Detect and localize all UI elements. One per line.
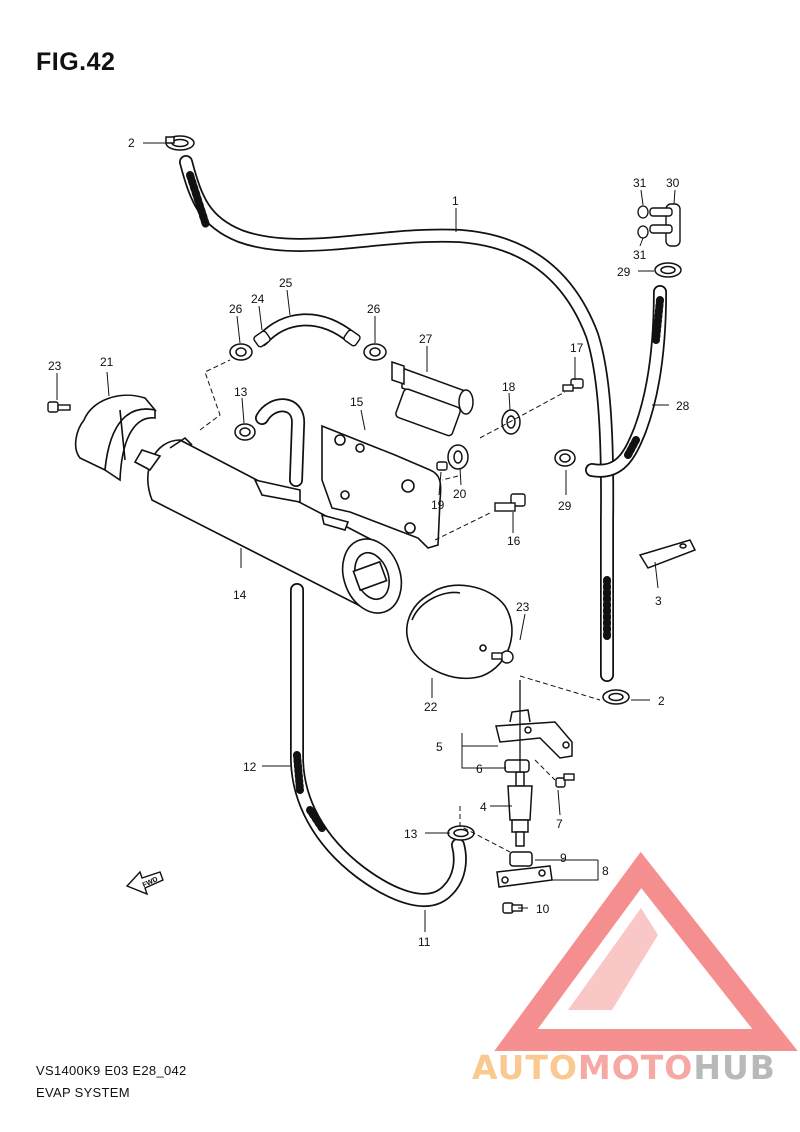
bracket-3 xyxy=(638,539,697,569)
callout-31-bottom: 31 xyxy=(633,248,647,262)
callout-7: 7 xyxy=(556,817,563,831)
callout-25: 25 xyxy=(279,276,293,290)
watermark-auto: AUTO xyxy=(472,1048,578,1087)
hose-13-upper xyxy=(255,398,305,487)
callout-14: 14 xyxy=(233,588,247,602)
callout-30: 30 xyxy=(666,176,680,190)
fitting-24 xyxy=(253,329,361,348)
bolt-23-right xyxy=(491,650,514,664)
hose-12 xyxy=(290,583,467,907)
bolt-16 xyxy=(494,493,526,512)
callout-26-right: 26 xyxy=(367,302,381,316)
callout-18: 18 xyxy=(502,380,516,394)
callout-8: 8 xyxy=(602,864,609,878)
callout-13-top: 13 xyxy=(234,385,248,399)
fuel-filter-4 xyxy=(507,771,533,847)
holder-8 xyxy=(496,865,553,888)
callout-23-right: 23 xyxy=(516,600,530,614)
cushion-6 xyxy=(504,759,530,773)
hose-1 xyxy=(179,155,615,682)
callout-23-left: 23 xyxy=(48,359,62,373)
figure-code: VS1400K9 E03 E28_042 xyxy=(36,1063,187,1078)
cover-21 xyxy=(74,394,158,482)
callout-11: 11 xyxy=(418,935,431,949)
cushion-9 xyxy=(509,851,533,867)
callout-2-top: 2 xyxy=(128,136,135,150)
callout-13-bottom: 13 xyxy=(404,827,418,841)
washer-18 xyxy=(501,409,521,435)
fitting-30 xyxy=(649,203,681,247)
bolt-23-left xyxy=(47,401,71,413)
screw-7 xyxy=(555,773,575,788)
caps-31 xyxy=(637,205,649,239)
fwd-arrow: FWD xyxy=(125,870,164,896)
callout-9: 9 xyxy=(560,851,567,865)
figure-name: EVAP SYSTEM xyxy=(36,1085,130,1100)
callout-19: 19 xyxy=(431,498,445,512)
callout-29-top: 29 xyxy=(617,265,631,279)
callout-6: 6 xyxy=(476,762,483,776)
callout-26-left: 26 xyxy=(229,302,243,316)
canister-14 xyxy=(133,436,403,614)
clamp-13-bottom xyxy=(447,825,475,841)
callout-31-top: 31 xyxy=(633,176,647,190)
leader-lines xyxy=(56,142,676,932)
clamp-29-top xyxy=(654,262,682,278)
callout-3: 3 xyxy=(655,594,662,608)
grommet-20 xyxy=(447,444,469,470)
cover-22 xyxy=(406,584,513,680)
guide-lines xyxy=(199,359,601,853)
hose-28 xyxy=(585,285,667,478)
callout-5: 5 xyxy=(436,740,443,754)
clamp-26-left xyxy=(229,343,253,361)
callout-12: 12 xyxy=(243,760,257,774)
bolt-17 xyxy=(562,378,584,392)
watermark-moto: MOTO xyxy=(577,1048,694,1087)
hose-25 xyxy=(255,313,359,347)
bolt-19 xyxy=(436,461,448,471)
clamp-29-mid xyxy=(554,449,576,467)
callout-17: 17 xyxy=(570,341,584,355)
callout-28: 28 xyxy=(676,399,690,413)
callout-24: 24 xyxy=(251,292,265,306)
watermark-text: AUTOMOTOHUB xyxy=(472,1048,776,1087)
callout-1: 1 xyxy=(452,194,459,208)
callout-4: 4 xyxy=(480,800,487,814)
figure-title: FIG.42 xyxy=(36,48,116,76)
callout-22: 22 xyxy=(424,700,438,714)
clamp-2-bottom xyxy=(602,689,630,705)
clamp-13-top xyxy=(234,423,256,441)
callout-21: 21 xyxy=(100,355,114,369)
valve-27 xyxy=(391,360,474,437)
holder-5 xyxy=(495,709,573,759)
callout-labels: 2 1 2 3 4 5 6 7 8 9 10 11 12 13 13 14 15… xyxy=(48,136,690,949)
callout-20: 20 xyxy=(453,487,467,501)
callout-2-bottom: 2 xyxy=(658,694,665,708)
callout-10: 10 xyxy=(536,902,550,916)
clamp-2-top xyxy=(165,135,195,151)
callout-27: 27 xyxy=(419,332,433,346)
watermark-logo xyxy=(494,851,798,1051)
callout-16: 16 xyxy=(507,534,521,548)
callout-15: 15 xyxy=(350,395,364,409)
bracket-15 xyxy=(321,424,442,549)
watermark-hub: HUB xyxy=(693,1048,776,1087)
clamp-26-right xyxy=(363,343,387,361)
callout-29-mid: 29 xyxy=(558,499,572,513)
